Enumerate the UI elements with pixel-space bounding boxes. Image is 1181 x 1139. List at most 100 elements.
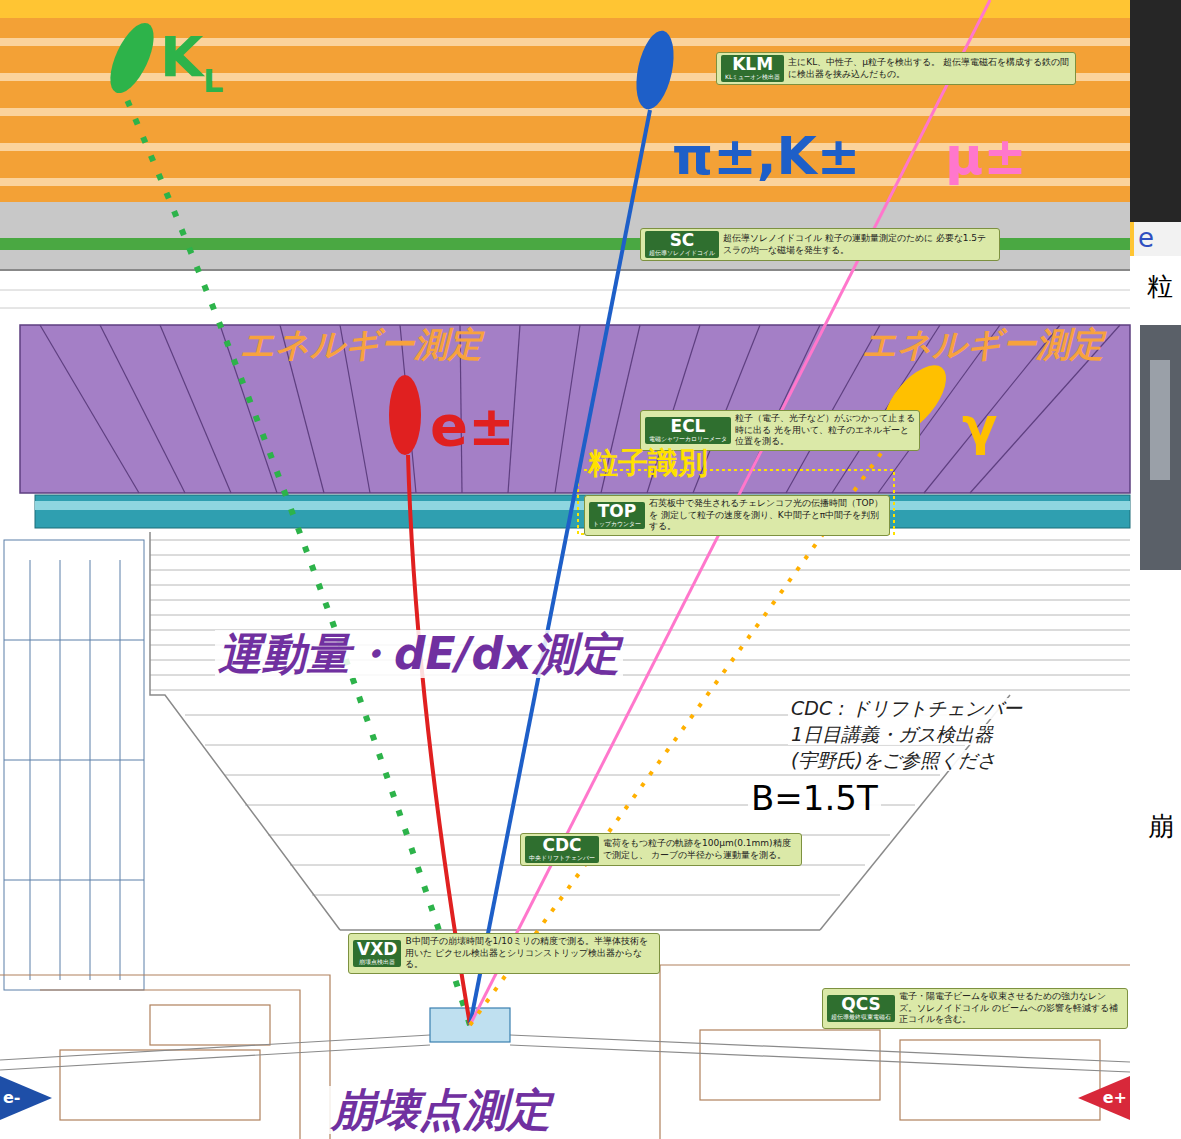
electron-cluster bbox=[389, 375, 421, 455]
label-tag: SC超伝導ソレノイドコイル bbox=[645, 231, 719, 258]
solenoid-band bbox=[0, 269, 1130, 271]
annotation-label: 粒子識別 bbox=[588, 446, 708, 479]
annotation-label: 1日目講義・ガス検出器 bbox=[788, 724, 996, 745]
ecl-crystals bbox=[40, 325, 139, 493]
top-counter-bar bbox=[35, 501, 1130, 510]
solenoid-band bbox=[0, 290, 1130, 291]
endcap-structure bbox=[4, 760, 144, 761]
annotation-label: μ± bbox=[945, 128, 1027, 185]
photo-strip bbox=[1130, 222, 1134, 256]
kl-cluster bbox=[101, 17, 162, 99]
solenoid-band bbox=[0, 308, 1130, 309]
cdc-wires bbox=[150, 555, 1130, 556]
beam-arrow: e+ bbox=[1078, 1076, 1130, 1120]
muon-track bbox=[470, 0, 990, 1025]
endcap-structure bbox=[4, 540, 144, 990]
photo-strip bbox=[1130, 222, 1181, 256]
top-counter-bar bbox=[35, 495, 1130, 528]
cdc-wires bbox=[225, 775, 940, 776]
detector-description: 粒子（電子、光子など）がぶつかって止まる時に出る 光を用いて、粒子のエネルギーと… bbox=[735, 413, 915, 448]
beamline-structure bbox=[900, 1040, 1100, 1120]
ecl-crystals bbox=[100, 325, 185, 493]
hadron-cluster bbox=[630, 27, 680, 112]
detector-description: 主にKL、中性子、μ粒子を検出する。 超伝導電磁石を構成する鉄の間に検出器を挟み… bbox=[788, 57, 1071, 80]
annotation-label: K bbox=[160, 26, 203, 88]
detector-name: QCS bbox=[841, 996, 881, 1014]
detector-description: 電荷をもつ粒子の軌跡を100μm(0.1mm)精度で測定し、 カーブの半径から運… bbox=[603, 838, 797, 861]
ecl-crystals bbox=[160, 325, 231, 493]
label-tag: KLMKLミューオン検出器 bbox=[721, 55, 784, 82]
arrow-shape bbox=[0, 1076, 52, 1120]
cdc-wires bbox=[150, 540, 1130, 541]
endcap-structure bbox=[60, 560, 61, 980]
photo-strip bbox=[1140, 325, 1181, 570]
annotation-label: L bbox=[203, 64, 223, 99]
label-tag: TOPトップカウンター bbox=[589, 502, 645, 529]
endcap-structure bbox=[90, 560, 91, 980]
detector-subname: 超伝導最終収束電磁石 bbox=[831, 1014, 891, 1021]
detector-name: CDC bbox=[542, 837, 581, 855]
cdc-wires bbox=[150, 600, 1130, 601]
detector-name: KLM bbox=[732, 56, 773, 74]
klm-layers bbox=[0, 18, 1130, 202]
detector-description: 電子・陽電子ビームを収束させるための強力なレンズ。ソレノイドコイル のビームへの… bbox=[899, 991, 1123, 1026]
annotation-label: B=1.5T bbox=[748, 780, 881, 817]
detector-label-box: KLMKLミューオン検出器主にKL、中性子、μ粒子を検出する。 超伝導電磁石を構… bbox=[716, 52, 1076, 85]
detector-name: VXD bbox=[357, 941, 397, 959]
annotation-label: CDC : ドリフトチェンバー bbox=[788, 698, 1025, 719]
detector-name: ECL bbox=[671, 418, 706, 436]
endcap-structure bbox=[120, 560, 121, 980]
detector-label-box: VXD崩壊点検出器B中間子の崩壊時間を1/10ミリの精度で測る。半導体技術を用い… bbox=[348, 933, 660, 974]
detector-name: SC bbox=[670, 232, 695, 250]
cdc-wires bbox=[312, 895, 840, 896]
detector-label-box: SC超伝導ソレノイドコイル超伝導ソレノイドコイル 粒子の運動量測定のために 必要… bbox=[640, 228, 1000, 261]
klm-layers bbox=[0, 108, 1130, 116]
solenoid-band bbox=[0, 202, 1130, 308]
detector-description: B中間子の崩壊時間を1/10ミリの精度で測る。半導体技術を用いた ピクセル検出器… bbox=[405, 936, 655, 971]
detector-subname: 超伝導ソレノイドコイル bbox=[649, 250, 715, 257]
annotation-label: 粒 bbox=[1147, 272, 1173, 301]
arrow-shape bbox=[1078, 1076, 1130, 1120]
detector-description: 石英板中で発生されるチェレンコフ光の伝播時間（TOP）を 測定して粒子の速度を測… bbox=[649, 498, 885, 533]
photo-strip bbox=[1150, 360, 1170, 480]
beamline-structure bbox=[0, 1035, 430, 1060]
cdc-outline bbox=[150, 532, 1010, 930]
cdc-wires bbox=[150, 540, 1130, 895]
beamline-structure bbox=[40, 990, 300, 1139]
detector-subname: トップカウンター bbox=[593, 521, 641, 528]
ecl-crystals bbox=[20, 325, 1130, 493]
photo-strip bbox=[1130, 0, 1181, 222]
detector-description: 超伝導ソレノイドコイル 粒子の運動量測定のために 必要な1.5テスラの均一な磁場… bbox=[723, 233, 995, 256]
detector-label-box: QCS超伝導最終収束電磁石 電子・陽電子ビームを収束させるための強力なレンズ。ソレ… bbox=[822, 988, 1128, 1029]
endcap-structure bbox=[30, 560, 31, 980]
endcap-structure bbox=[4, 880, 144, 881]
kl-track bbox=[125, 95, 470, 1025]
annotation-label: e± bbox=[430, 395, 515, 457]
endcap-structure bbox=[4, 640, 144, 641]
photo-strip bbox=[1130, 0, 1181, 570]
solenoid-band bbox=[0, 202, 1130, 270]
annotation-label: エネルギー測定 bbox=[240, 326, 482, 363]
beam-label: e- bbox=[0, 1076, 52, 1120]
annotation-label: エネルギー測定 bbox=[862, 326, 1104, 363]
annotation-label: γ bbox=[962, 398, 997, 455]
beamline-structure bbox=[0, 1045, 430, 1070]
beamline-structure bbox=[0, 965, 1130, 1139]
cdc-wires bbox=[150, 615, 1130, 616]
endcap-structure bbox=[4, 540, 144, 990]
pion-kaon-track bbox=[470, 110, 650, 1025]
beam-label: e+ bbox=[1078, 1076, 1130, 1120]
ecl-crystals bbox=[555, 325, 580, 493]
annotation-label: e bbox=[1138, 224, 1154, 253]
annotation-label: π±,K± bbox=[672, 128, 860, 185]
klm-layers bbox=[0, 0, 1130, 202]
cdc-outline bbox=[150, 532, 340, 930]
label-tag: VXD崩壊点検出器 bbox=[353, 940, 401, 967]
beamline-structure bbox=[510, 1045, 1130, 1072]
beamline-structure bbox=[700, 1030, 880, 1100]
detector-subname: 崩壊点検出器 bbox=[359, 959, 395, 966]
beam-arrow: e- bbox=[0, 1076, 52, 1120]
detector-subname: KLミューオン検出器 bbox=[725, 74, 780, 81]
annotation-label: 運動量・dE/dx測定 bbox=[215, 630, 623, 678]
